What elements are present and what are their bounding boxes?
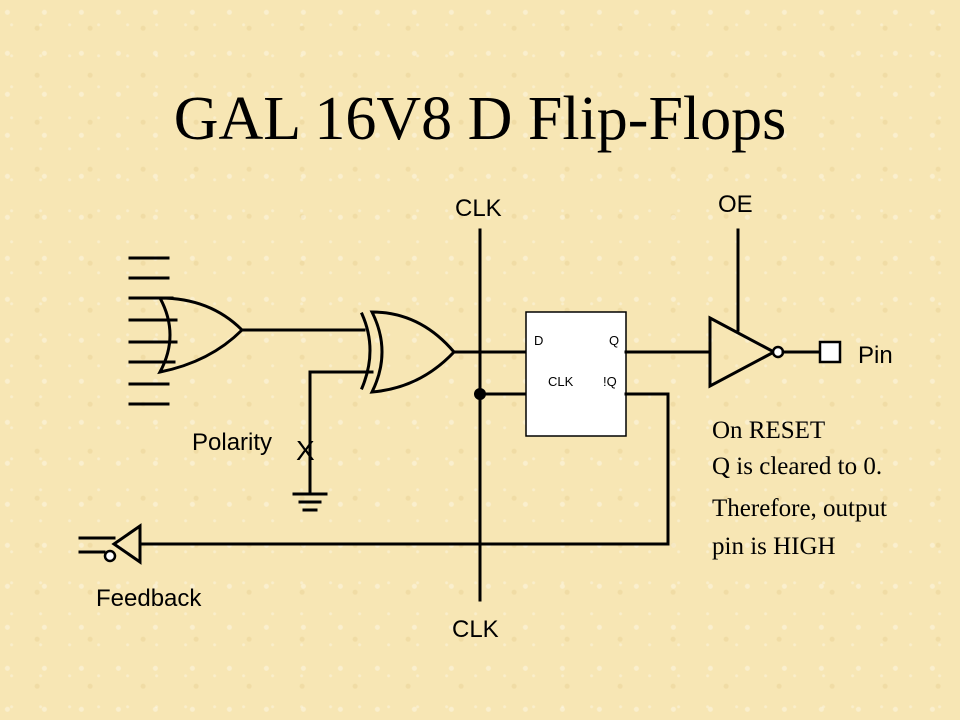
- or-gate: [157, 296, 245, 375]
- feedback-buffer: [78, 523, 142, 565]
- d-flip-flop: D Q CLK !Q: [525, 311, 627, 437]
- ground-symbol: [292, 492, 328, 512]
- ff-nq-label: !Q: [603, 374, 617, 389]
- feedback-label: Feedback: [96, 585, 202, 612]
- ff-q-label: Q: [609, 333, 619, 348]
- ff-clk-label: CLK: [548, 374, 574, 389]
- feedback-wire: [138, 392, 670, 546]
- note-line-1: On RESET: [712, 417, 825, 444]
- pin-label: Pin: [858, 342, 893, 369]
- note-line-4: pin is HIGH: [712, 533, 836, 560]
- note-line-3: Therefore, output: [712, 495, 887, 522]
- polarity-label: Polarity: [192, 429, 272, 456]
- polarity-wire: [308, 370, 374, 496]
- xor-gate: [360, 310, 457, 394]
- reset-note: On RESET Q is cleared to 0. Therefore, o…: [712, 417, 887, 560]
- polarity-fuse-x: X: [296, 435, 315, 466]
- note-line-2: Q is cleared to 0.: [712, 453, 882, 480]
- output-pin: [818, 340, 842, 364]
- output-buffer: [708, 315, 785, 389]
- ff-d-label: D: [534, 333, 543, 348]
- clk-top-label: CLK: [455, 195, 502, 222]
- oe-label: OE: [718, 191, 753, 218]
- clk-bottom-label: CLK: [452, 616, 499, 643]
- slide-title: GAL 16V8 D Flip-Flops: [173, 85, 787, 153]
- or-gate-inputs: [128, 256, 178, 406]
